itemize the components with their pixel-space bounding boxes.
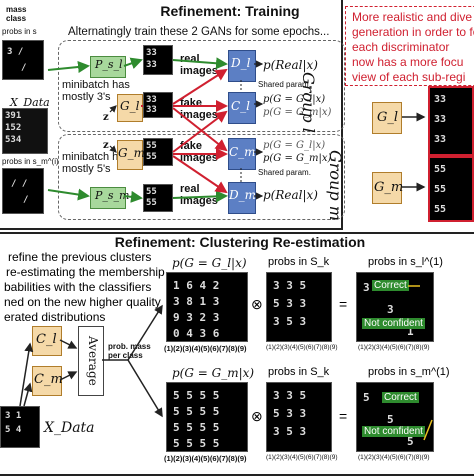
generator-gm-block: [117, 140, 143, 170]
prob-mass-label: prob. mass per class: [108, 342, 151, 360]
discriminator-dl-block: [228, 50, 256, 82]
training-title: Refinement: Training: [160, 3, 300, 19]
description-line-1: refine the previous clusters: [8, 250, 152, 264]
row1-sk-indices: (1)(2)(3)(4)(5)(6)(7)(8)(9): [266, 344, 338, 351]
right-gl-label: G_l: [377, 110, 399, 125]
correct-badge-2: Correct: [382, 392, 419, 403]
right-gm-label: G_m: [374, 180, 404, 195]
right-note-line-4: now has a more focu: [352, 55, 464, 69]
probs-sk-label-1: probs in S_k: [268, 256, 330, 268]
right-gl-block: [372, 102, 402, 134]
right-note-box: [345, 6, 474, 86]
prior-sl-label: P_s_l: [95, 58, 123, 71]
description-line-4: ned on the new higher quality: [4, 295, 161, 309]
bottom-x-data-label: X_Data: [44, 420, 95, 436]
row2-mass-indices: (1)(2)(3)(4)(5)(6)(7)(8)(9): [164, 454, 247, 463]
description-line-2: re-estimating the membership: [6, 265, 165, 279]
z-label-m: z: [103, 140, 109, 151]
prior-sm-block: [90, 187, 126, 209]
description-line-3: babilities with the classifiers: [4, 280, 152, 294]
p-real-m: p(Real|x): [263, 188, 318, 202]
mass-label: mass: [6, 5, 27, 14]
probs-s-m-label: probs in s_m^(i): [2, 157, 59, 166]
not-confident-badge-1: Not confident: [362, 318, 425, 329]
correct-badge-1: Correct: [372, 280, 409, 291]
probs-sk-label-2: probs in S_k: [268, 366, 330, 378]
bottom-cl-label: C_l: [36, 332, 57, 347]
right-note-line-5: view of each sub-regi: [352, 70, 466, 84]
equals-2: =: [339, 408, 348, 424]
p-g-m-bottom: p(G = G_m|x): [172, 366, 255, 380]
otimes-1: ⊗: [251, 296, 263, 312]
digit-thumb-top: 3 //: [2, 40, 44, 80]
shared-param-l: Shared param.: [258, 80, 311, 89]
bottom-cm-block: [32, 366, 62, 396]
right-note-line-2: generation in order to fo: [352, 25, 474, 39]
classifier-cm-block: [228, 138, 256, 170]
classifier-cm-label: C_m: [229, 145, 256, 159]
clustering-title: Refinement: Clustering Re-estimation: [114, 234, 366, 250]
equals-1: =: [339, 296, 348, 312]
group-m-box: [58, 134, 345, 220]
bottom-cm-label: C_m: [34, 372, 63, 387]
row1-sl-indices: (1)(2)(3)(4)(5)(6)(7)(8)(9): [358, 344, 430, 351]
probs-sl-label: probs in s_l^(1): [368, 256, 443, 268]
row2-sm-indices: (1)(2)(3)(4)(5)(6)(7)(8)(9): [358, 454, 430, 461]
right-note-line-1: More realistic and dive: [352, 10, 473, 24]
prior-sl-block: [90, 56, 126, 78]
p-g-l-top: p(G = G_l|x): [263, 94, 326, 105]
right-note-line-3: each discriminator: [352, 40, 450, 54]
probs-in-s-label: probs in s: [2, 27, 37, 36]
p-real-l: p(Real|x): [263, 58, 318, 72]
training-subtitle: Alternatingly train these 2 GANs for som…: [68, 26, 330, 38]
p-g-l-bottom: p(G = G_l|x): [172, 256, 247, 270]
probs-sm-label: probs in s_m^(1): [368, 366, 450, 378]
p-g-m-top: p(G = G_m|x): [263, 107, 332, 118]
minibatch-m-text: minibatch has mostly 5's: [62, 151, 130, 175]
classifier-cl-block: [228, 92, 256, 124]
digit-thumb-bottom: / //: [2, 168, 44, 214]
discriminator-dm-label: D_m: [229, 188, 256, 202]
minibatch-l-text: minibatch has mostly 3's: [62, 79, 130, 103]
not-confident-badge-2: Not confident: [362, 426, 425, 437]
row1-mass-indices: (1)(2)(3)(4)(5)(6)(7)(8)(9): [164, 344, 247, 353]
shared-param-m: Shared param.: [258, 168, 311, 177]
generator-gl-label: G_l: [120, 99, 140, 113]
discriminator-dl-label: D_l: [231, 56, 251, 70]
otimes-2: ⊗: [251, 408, 263, 424]
x-data-label-top: X_Data: [10, 96, 50, 109]
right-gm-block: [372, 172, 402, 204]
generator-gm-label: G_m: [118, 146, 145, 160]
generator-gl-block: [117, 94, 143, 122]
row2-sk-indices: (1)(2)(3)(4)(5)(6)(7)(8)(9): [266, 454, 338, 461]
z-label-l: z: [103, 112, 109, 123]
class-label: class: [6, 14, 27, 23]
classifier-cl-label: C_l: [231, 99, 251, 113]
prior-sm-label: P_s_m: [95, 189, 130, 202]
p-g-m-mid: p(G = G_m|x): [263, 153, 332, 164]
description-line-5: erated distributions: [4, 310, 106, 324]
p-g-l-mid: p(G = G_l|x): [263, 140, 326, 151]
average-block: [78, 326, 104, 396]
discriminator-dm-block: [228, 182, 256, 214]
